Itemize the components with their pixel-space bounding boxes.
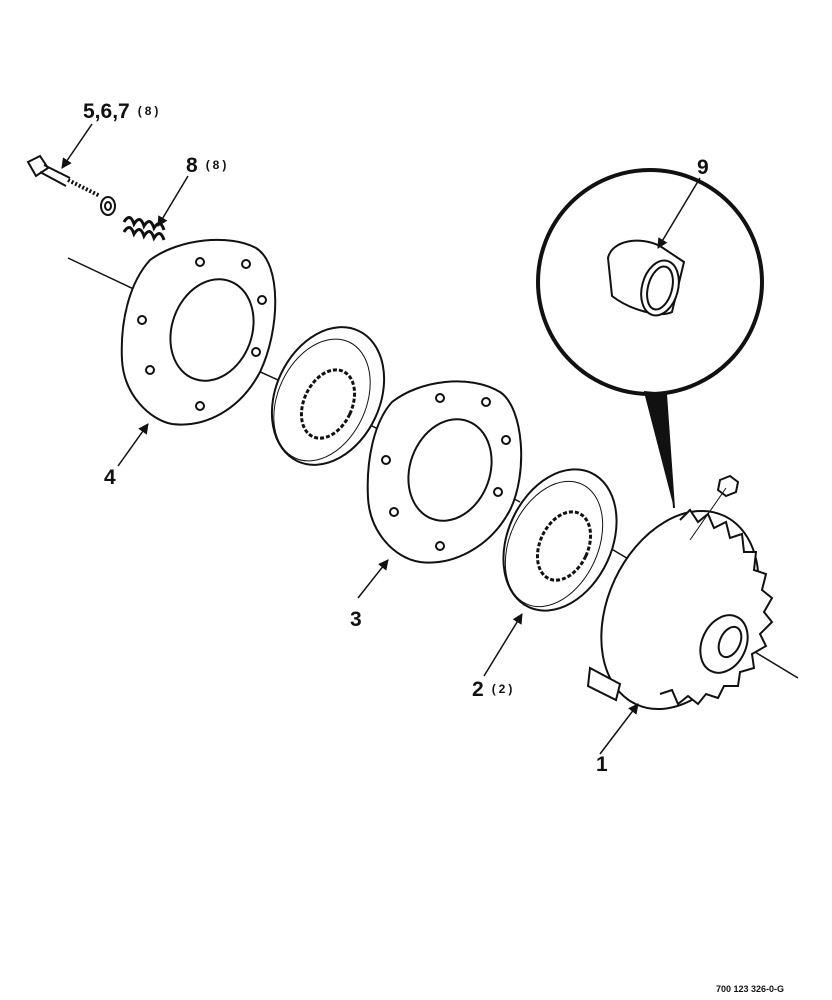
callout-number: 2 [472,678,484,701]
callout-3: 3 [350,608,362,632]
callout-8: 8 (8) [186,154,229,178]
spring-part [122,216,166,242]
drawing-number: 700 123 326-0-G [716,984,785,994]
leader-lines [61,123,701,755]
detail-magnifier-circle [536,168,764,509]
pressure-plate-part-4 [120,238,277,426]
callout-5-6-7: 5,6,7 (8) [83,100,161,124]
callout-4: 4 [104,466,116,490]
callout-number: 4 [104,466,116,489]
bushing-part-9 [606,239,686,317]
callout-number: 3 [350,608,362,631]
friction-disc-part-2-first [270,326,386,466]
bolt-part [26,154,116,216]
callout-quantity: (8) [137,104,162,118]
callout-number: 5,6,7 [83,100,130,123]
callout-quantity: (8) [205,158,230,172]
callout-number: 8 [186,154,198,177]
callout-quantity: (2) [491,682,516,696]
center-plate-part-3 [366,380,523,564]
callout-1: 1 [596,753,608,777]
friction-disc-part-2-second [502,468,618,612]
callout-number: 9 [697,156,709,179]
callout-2: 2 (2) [472,678,515,702]
callout-9: 9 [697,156,709,180]
callout-number: 1 [596,753,608,776]
sprocket-hub-part-1 [586,474,774,711]
